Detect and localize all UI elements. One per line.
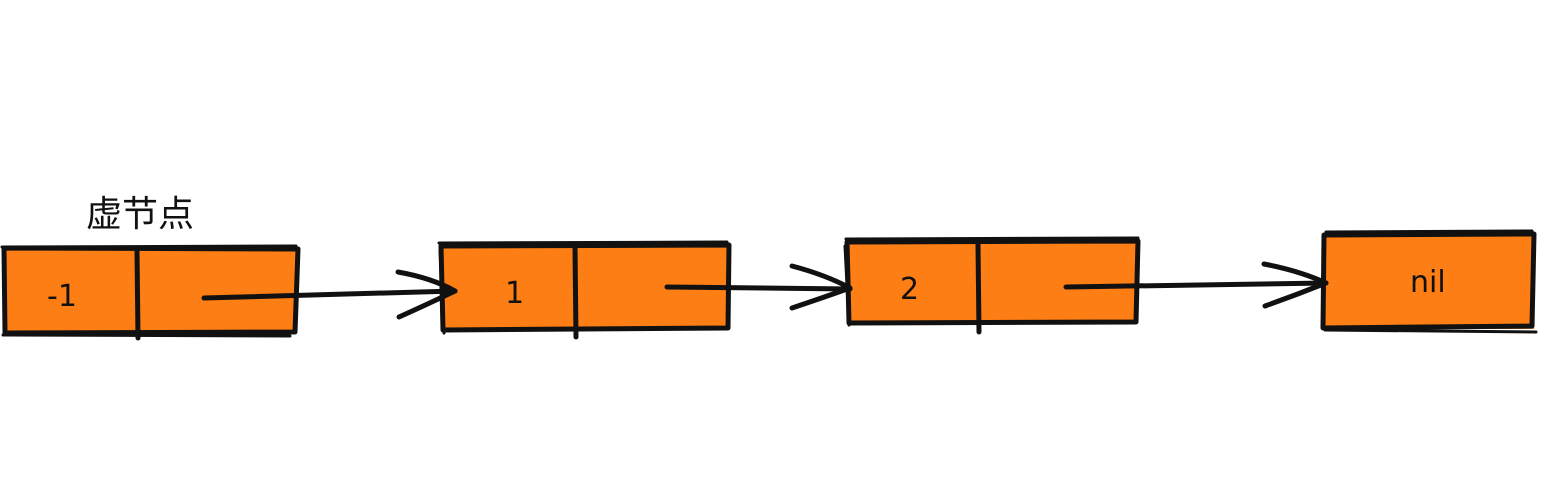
next-pointer-arrow	[664, 263, 853, 311]
node-value: -1	[47, 279, 77, 314]
dummy-node-label: 虚节点	[86, 194, 194, 235]
node-value: 2	[900, 272, 919, 307]
node-value: 1	[505, 276, 524, 311]
node-value: nil	[1410, 265, 1446, 300]
next-pointer-arrow	[201, 269, 458, 320]
list-node-2: 2	[843, 236, 1141, 335]
list-node-dummy: -1	[0, 244, 301, 341]
next-pointer-arrow	[1063, 261, 1329, 309]
list-node-nil: nil	[1320, 229, 1538, 334]
